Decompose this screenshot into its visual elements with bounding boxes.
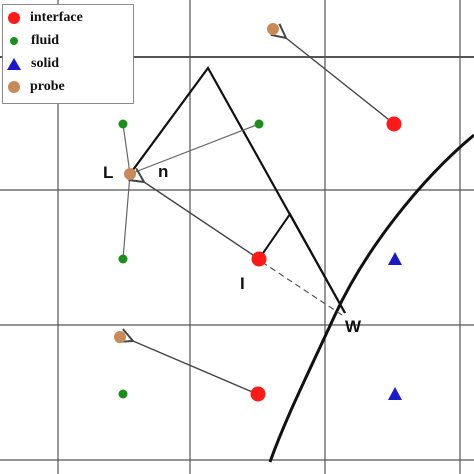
arrow-upper-right	[286, 38, 394, 124]
legend-item-solid: solid	[7, 54, 59, 74]
label-n: n	[158, 162, 169, 181]
fluid-point-2	[254, 119, 264, 129]
probe-arrows	[133, 38, 394, 395]
arrow-center	[144, 182, 257, 258]
arrow-lower	[133, 341, 258, 395]
interface-point-upper	[386, 116, 402, 132]
probe-point-lower	[114, 331, 126, 343]
stencil-line-right	[129, 123, 260, 175]
solid-boundary-curve	[268, 133, 474, 463]
legend-label-probe: probe	[30, 79, 65, 94]
label-I: I	[240, 274, 245, 293]
fluid-point-1	[118, 119, 128, 129]
interface-point-lower	[250, 386, 266, 402]
interface-points	[250, 116, 402, 402]
fluid-points	[118, 119, 264, 399]
solid-marker-icon	[7, 58, 21, 70]
interface-point-I	[251, 251, 267, 267]
label-L: L	[103, 163, 114, 182]
fluid-point-4	[118, 389, 128, 399]
label-W: W	[345, 317, 362, 336]
legend-label-interface: interface	[30, 10, 83, 25]
solid-point-1	[388, 252, 402, 265]
probe-points	[114, 23, 279, 343]
fluid-marker-icon	[10, 37, 18, 45]
legend-item-fluid: fluid	[7, 31, 59, 51]
solid-points	[388, 252, 402, 400]
legend: interface fluid solid probe	[2, 4, 134, 104]
legend-item-interface: interface	[7, 8, 83, 28]
dashed-wall-line	[261, 261, 343, 316]
legend-label-fluid: fluid	[31, 33, 60, 48]
stencil-lines	[122, 123, 260, 260]
stencil-line-top	[122, 123, 131, 175]
probe-point-L	[124, 168, 136, 180]
interface-marker-icon	[8, 12, 20, 24]
probe-point-top	[267, 23, 279, 35]
legend-item-probe: probe	[7, 77, 65, 97]
normal-segment	[258, 212, 346, 314]
solid-point-2	[388, 387, 402, 400]
legend-label-solid: solid	[31, 56, 60, 71]
probe-marker-icon	[8, 81, 20, 93]
stencil-line-bottom	[122, 173, 131, 260]
fluid-point-3	[118, 254, 128, 264]
